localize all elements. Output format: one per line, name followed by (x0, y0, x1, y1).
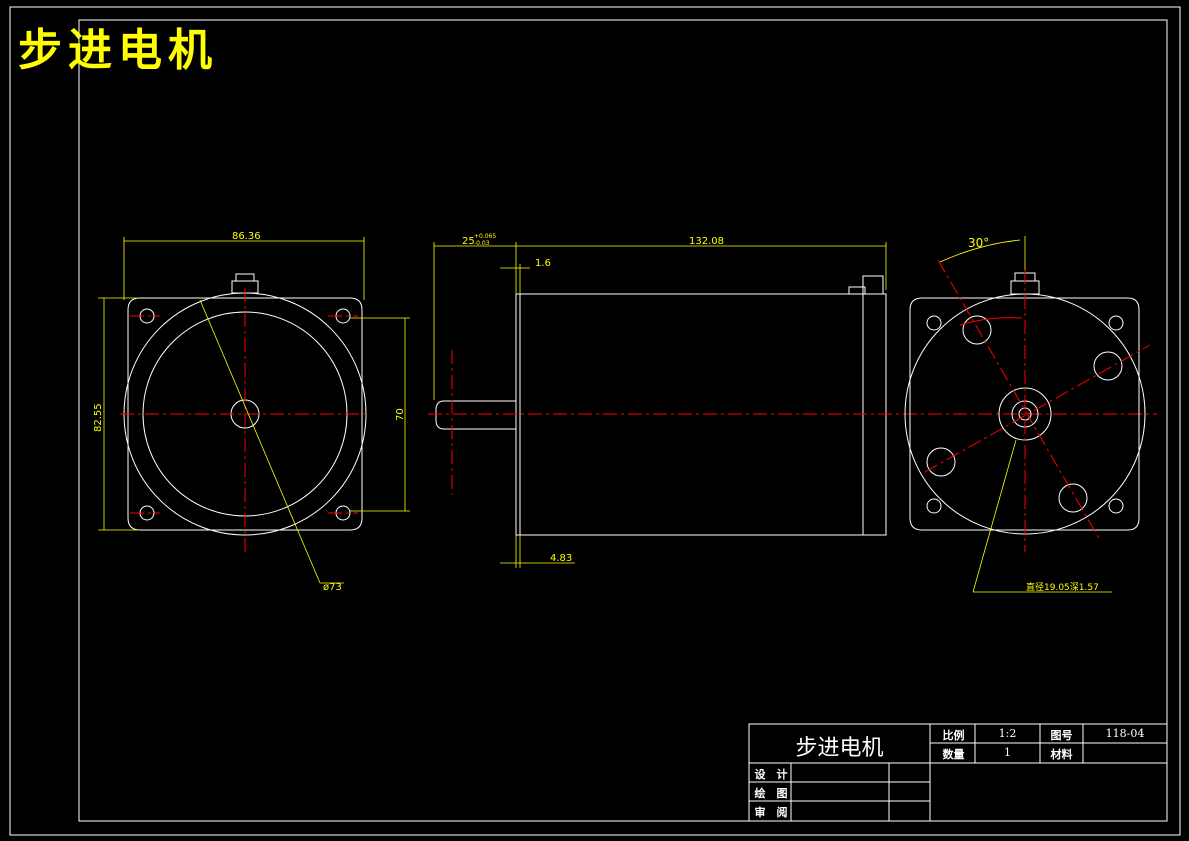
qty-label: 数量 (942, 748, 965, 761)
dim-bolt-spacing: 70 (395, 408, 406, 421)
rear-corner-holes (926, 315, 1124, 514)
dim-angle: 30° (968, 236, 989, 250)
rear-centerlines (924, 259, 1151, 552)
dim-shaft-len: 25 (462, 236, 475, 247)
title-block (748, 723, 1168, 822)
dim-shaft-tol-lower: -0.03 (474, 240, 490, 247)
dim-front-height: 82.55 (93, 403, 104, 432)
dim-hole-note: 直径19.05深1.57 (1026, 581, 1099, 593)
dim-rear-offset: 4.83 (550, 553, 572, 564)
drawing-no-value: 118-04 (1105, 727, 1145, 740)
scale-label: 比例 (942, 729, 965, 742)
side-shaft (435, 400, 516, 430)
rear-view: 30° 直径19.05深1.57 (904, 236, 1151, 593)
rear-dimensions (939, 236, 1112, 593)
scale-value: 1:2 (998, 727, 1017, 740)
review-label: 审 阅 (754, 806, 788, 819)
front-view: 86.36 82.55 70 ø73 (93, 231, 410, 593)
dim-flange-thk: 1.6 (535, 258, 551, 269)
side-connector (848, 275, 884, 295)
drawing-no-label: 图号 (1050, 729, 1073, 742)
dim-shaft-tol-upper: +0.065 (474, 233, 496, 240)
design-label: 设 计 (754, 768, 788, 781)
drawing-title: 步进电机 (18, 25, 218, 76)
front-flange-outline (127, 297, 363, 531)
rear-pcd-holes (926, 315, 1123, 513)
dim-front-width: 86.36 (232, 231, 261, 242)
qty-value: 1 (1004, 746, 1011, 759)
side-view: 25 +0.065 -0.03 132.08 1.6 4.83 (428, 233, 1157, 568)
rear-flange-outline (909, 297, 1140, 531)
material-label: 材料 (1050, 748, 1073, 761)
title-block-name: 步进电机 (795, 736, 884, 761)
front-dimensions (98, 237, 410, 584)
side-dimensions (433, 242, 887, 568)
draw-label: 绘 图 (754, 787, 788, 800)
sheet-border (9, 6, 1181, 836)
rear-pcd-arc (959, 317, 1023, 326)
dim-circle-dia: ø73 (323, 582, 342, 593)
dim-body-length: 132.08 (689, 236, 724, 247)
front-centerlines (120, 288, 370, 552)
